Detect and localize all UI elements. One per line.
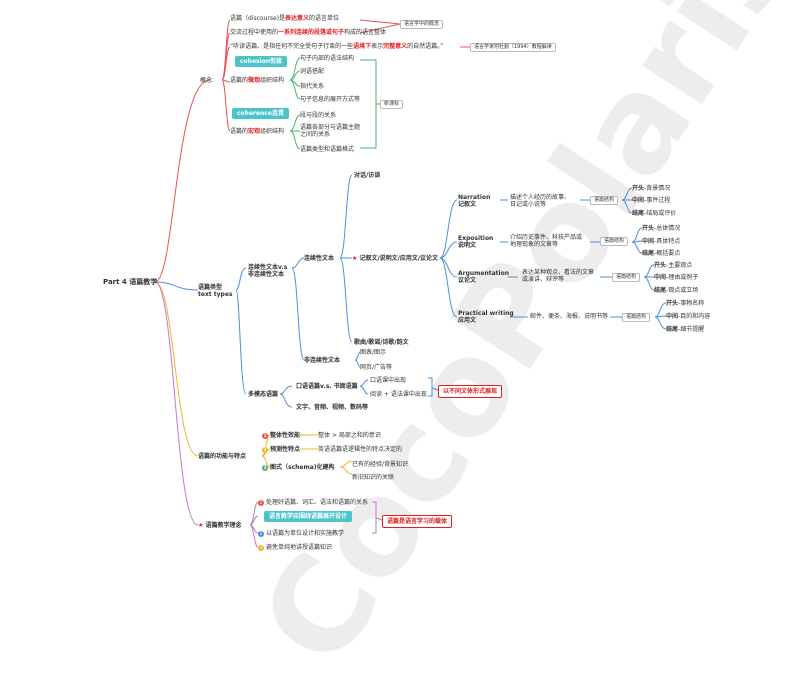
continuous-text-label: 连续性文本 [304,255,335,262]
function-desc-2: 英语语篇语逻辑性的特点决定的 [318,446,403,453]
noncontinuous-label: 非连续性文本 [304,357,341,364]
genre-struct-argumentation: 语篇结构 [612,273,641,282]
exposition-part-middle: 中间-具体特点 [642,238,681,245]
genre-title-argumentation: Argumentation 议论文 [458,270,509,284]
concept-label: 概念 [200,77,213,84]
narration-part-begin: 开头-背景情况 [632,185,671,192]
media-label: 文字、音频、视频、数码等 [296,404,369,411]
macro-item-1: 段与段的关系 [300,112,337,119]
macro-item-2: 语篇各部分与语篇主题 之间的关系 [300,124,361,138]
branch-function [154,281,199,457]
argumentation-part-middle: 中间-理由或例子 [654,274,699,281]
number-2-icon: 2 [258,530,264,537]
dialog-label: 对话/访谈 [354,172,381,179]
genre-struct-narration: 语篇结构 [590,196,619,205]
function-label: 语篇的功能与特点 [198,453,247,460]
noncont-item-1: 图表/图示 [360,349,387,356]
note-different-forms: 以不同文体形式展现 [438,385,503,398]
note-linguistics-concept: 语言学中的概念 [400,20,444,29]
micro-item-4: 句子信息的展开方式等 [300,96,361,103]
coherence-box: coherence连贯 [232,108,289,119]
note-new-curriculum: 新课标 [380,100,404,109]
narr-main-label: ★ 记叙文/说明文/应用文/议论文 [352,255,439,262]
macro-item-3: 语篇类型和语篇格式 [300,146,355,153]
concept-def-1: 语篇（discourse)是表达意义的语言单位 [230,15,340,22]
narration-part-middle: 中间-事件过程 [632,197,671,204]
note-discourse-carrier: 语篇是语言学习的载体 [382,515,453,528]
oral-item-2: 阅读 + 语法课中出现 [370,391,427,398]
branch-types [154,281,199,291]
argumentation-part-begin: 开头-主要观点 [654,262,693,269]
number-1-icon: 1 [262,432,268,439]
genre-title-practical: Practical writing 应用文 [458,310,514,324]
genre-struct-exposition: 语篇结构 [600,237,629,246]
oral-vs-written-label: 口语语篇v.s. 书面语篇 [296,383,358,390]
note-reference: 语言学家附杜勤（1994）教程解读 [470,43,556,52]
micro-item-2: 词语搭配 [300,68,325,75]
types-label: 语篇类型 text types [198,284,233,298]
micro-item-1: 句子内部的语法结构 [300,55,355,62]
teaching-label: ★ 语篇教学理念 [198,522,242,529]
function-desc-1: 整体 > 局部之和的意识 [318,432,381,439]
practical-part-middle: 中间-目的和内容 [666,313,711,320]
poetry-label: 歌曲/歌谣/诗歌/韵文 [354,339,409,346]
exposition-part-begin: 开头-总体情况 [642,225,681,232]
exposition-part-end: 结尾-概括要点 [642,250,681,257]
number-1-icon: 1 [258,499,264,506]
star-icon: ★ [198,522,204,529]
macro-structure-label: 语篇的宏观组织结构 [230,128,285,135]
argumentation-part-end: 结尾-观点或立场 [654,287,699,294]
practical-part-end: 结尾-细节提醒 [666,326,705,333]
practical-part-begin: 开头-事物名称 [666,300,705,307]
genre-desc-narration: 描述个人经历的故事、 日记或小说等 [510,194,571,208]
micro-item-3: 指代关系 [300,83,325,90]
genre-desc-practical: 邮件、便条、海报、说明书等 [530,313,609,320]
mind-map-branches [154,19,667,548]
root-topic: Part 4 语篇教学 [103,278,158,286]
narration-part-end: 结尾-结局或评价 [632,210,677,217]
number-2-icon: 2 [262,446,268,453]
micro-structure-label: 语篇的微观组织结构 [230,77,285,84]
oral-item-1: 口语课中出现 [370,377,407,384]
genre-title-narration: Narration 记叙文 [458,194,491,208]
genre-desc-argumentation: 表达某种观点、看法的文章 或演讲、辩评等 [522,269,595,283]
star-icon: ★ [352,255,358,262]
teaching-principle-box: 语言教学应围绕语篇展开设计 [264,511,353,522]
number-3-icon: 3 [258,544,264,551]
multimodal-label: 多模态语篇 [248,391,279,398]
concept-def-2: 交流过程中使用的一系列连续的段落或句子构成的语言整体 [230,29,387,36]
branch-teaching [154,281,199,526]
noncont-item-2: 网页/广告等 [360,364,393,371]
function-desc-3: 已有的经验/背景知识 新旧知识的关联 [352,461,409,481]
branch-concept [154,79,211,283]
concept-def-3: “听读语篇、是指任何不完全受句子行束的一些语境下表示完整意义的自然语篇。” [230,43,444,50]
continuous-vs-label: 连续性文本v.s 非连续性文本 [248,264,288,278]
genre-title-exposition: Exposition 说明文 [458,235,494,249]
genre-desc-exposition: 介绍历史事件、科技产品或 地理现象的文章等 [510,234,583,248]
number-3-icon: 3 [262,464,268,471]
cohesion-box: cohesion衔接 [235,56,288,67]
genre-struct-practical: 语篇结构 [622,313,651,322]
